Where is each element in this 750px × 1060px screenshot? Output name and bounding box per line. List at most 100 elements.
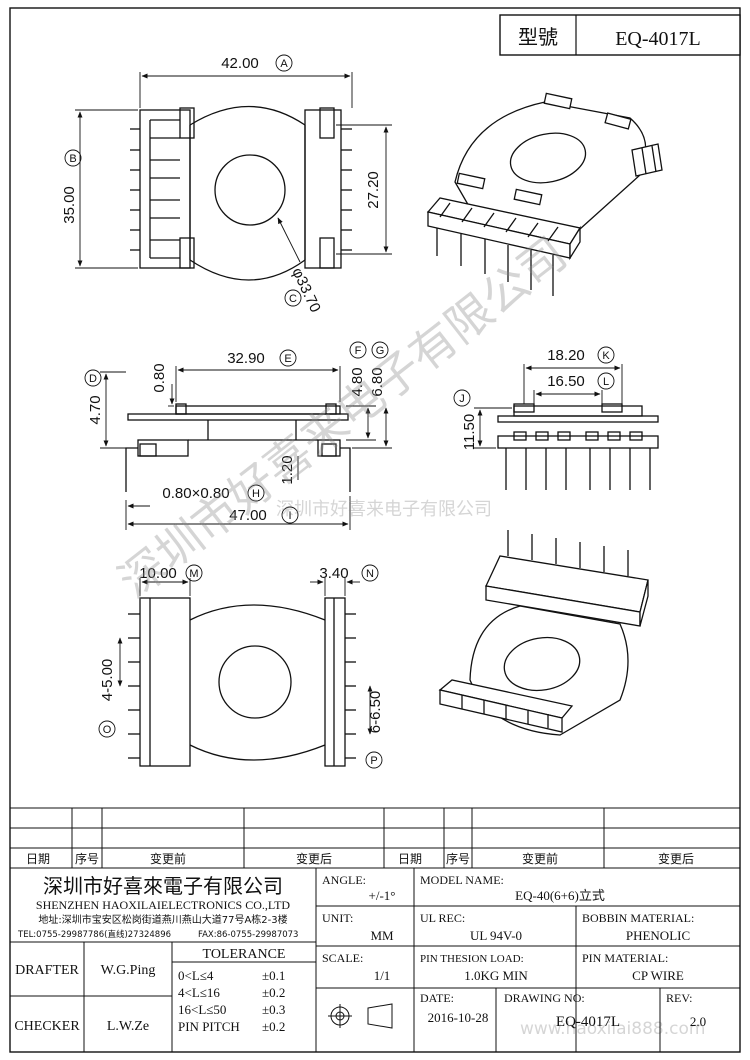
dim-4x500: 4-5.00 — [99, 659, 116, 702]
marker-h — [247, 484, 265, 502]
dim-2720: 27.20 — [365, 171, 382, 209]
company-name-cn: 深圳市好喜來電子有限公司 — [43, 874, 283, 898]
company-fax: FAX:86-0755-29987073 — [198, 930, 298, 940]
marker-g — [371, 341, 389, 359]
tolerance-label: TOLERANCE — [203, 947, 286, 962]
watermark-website: www.haoxilai888.com — [520, 1019, 705, 1039]
bobbin-material-label: BOBBIN MATERIAL: — [582, 911, 694, 925]
top-view — [130, 105, 352, 281]
dim-6x650: 6-6.50 — [367, 691, 384, 734]
marker-g-label: G — [376, 345, 385, 357]
dim-3290: 32.90 — [227, 350, 265, 367]
marker-p — [365, 751, 383, 769]
marker-h-label: H — [252, 488, 260, 500]
marker-p-label: P — [370, 755, 377, 767]
checker-value: L.W.Ze — [107, 1019, 149, 1034]
isometric-view-top — [426, 92, 663, 296]
sheet-border — [9, 7, 741, 1053]
marker-e-label: E — [284, 353, 291, 365]
marker-k — [597, 346, 615, 364]
bottom-view — [128, 597, 356, 767]
pin-load-value: 1.0KG MIN — [464, 968, 528, 983]
marker-b — [64, 149, 82, 167]
dim-1650: 16.50 — [547, 373, 585, 390]
marker-b-label: B — [69, 153, 76, 165]
tol-range-3: 16<L≤50 — [178, 1002, 226, 1017]
pin-material-value: CP WIRE — [632, 968, 684, 983]
drafter-value: W.G.Ping — [101, 963, 156, 978]
dim-1820: 18.20 — [547, 347, 585, 364]
dim-080: 0.80 — [151, 363, 168, 392]
rev-col-after-1: 变更后 — [296, 851, 332, 866]
watermark-diagonal: 深圳市好喜来电子有限公司 — [109, 226, 577, 608]
dim-1150: 11.50 — [461, 414, 478, 450]
model-name-value: EQ-40(6+6)立式 — [515, 888, 605, 903]
dim-680: 6.80 — [369, 367, 386, 396]
rev-col-after-2: 变更后 — [658, 851, 694, 866]
side-view — [125, 403, 351, 492]
top-view-dims — [75, 72, 392, 269]
marker-d-label: D — [89, 373, 97, 385]
tol-value-2: ±0.2 — [262, 985, 285, 1000]
company-name-en: SHENZHEN HAOXILAIELECTRONICS CO.,LTD — [36, 898, 291, 912]
isometric-view-bottom — [438, 530, 649, 736]
tol-value-3: ±0.3 — [262, 1002, 285, 1017]
rev-col-date-2: 日期 — [398, 852, 422, 866]
title-block-grid — [10, 868, 740, 1052]
tol-value-4: ±0.2 — [262, 1019, 285, 1034]
core-hole-iso-top — [509, 132, 587, 184]
dim-47: 47.00 — [229, 507, 267, 524]
marker-n-label: N — [366, 568, 374, 580]
bobbin-material-value: PHENOLIC — [626, 928, 690, 943]
marker-f-label: F — [355, 345, 362, 357]
dim-35: 35.00 — [61, 186, 78, 224]
marker-m-label: M — [189, 568, 198, 580]
marker-k-label: K — [602, 350, 610, 362]
checker-label: CHECKER — [14, 1019, 80, 1034]
scale-label: SCALE: — [322, 951, 363, 965]
dim-480: 4.80 — [349, 367, 366, 396]
front-view — [497, 403, 659, 490]
rev-value: 2.0 — [690, 1014, 706, 1029]
marker-j-label: J — [459, 393, 465, 405]
tol-value-1: ±0.1 — [262, 968, 285, 983]
marker-o-label: O — [103, 724, 112, 736]
tol-range-4: PIN PITCH — [178, 1019, 240, 1034]
rev-col-before-2: 变更前 — [522, 851, 558, 866]
drafter-label: DRAFTER — [15, 963, 79, 978]
dim-120: 1.20 — [279, 455, 296, 484]
marker-a — [275, 54, 293, 72]
bottom-view-dims — [117, 578, 373, 735]
marker-j — [453, 389, 471, 407]
drawing-no-value: EQ-4017L — [556, 1014, 620, 1030]
model-name-label: MODEL NAME: — [420, 873, 504, 887]
tol-range-1: 0<L≤4 — [178, 968, 214, 983]
dim-340: 3.40 — [319, 565, 348, 582]
unit-value: MM — [370, 928, 394, 943]
marker-c-label: C — [289, 293, 297, 305]
model-label: 型號 — [518, 25, 558, 49]
front-view-dims — [474, 364, 623, 449]
date-label: DATE: — [420, 991, 454, 1005]
revision-table — [10, 807, 740, 869]
rev-col-seq-1: 序号 — [75, 851, 99, 866]
header-model-box: 型號 EQ-4017L — [499, 14, 741, 56]
marker-l-label: L — [603, 376, 609, 388]
rev-col-date-1: 日期 — [26, 852, 50, 866]
rev-col-before-1: 变更前 — [150, 851, 186, 866]
tol-range-2: 4<L≤16 — [178, 985, 220, 1000]
rev-col-seq-2: 序号 — [446, 851, 470, 866]
marker-i-label: I — [288, 510, 291, 522]
marker-m — [185, 564, 203, 582]
projection-symbol-icon — [328, 1003, 393, 1029]
side-view-dims — [100, 366, 392, 530]
marker-o — [98, 720, 116, 738]
dim-1000: 10.00 — [139, 565, 177, 582]
company-address: 地址:深圳市宝安区松岗街道燕川燕山大道77号A栋2-3楼 — [38, 913, 287, 926]
date-value: 2016-10-28 — [428, 1010, 489, 1025]
marker-c — [284, 289, 302, 307]
company-tel: TEL:0755-29987786(直线)27324896 — [17, 929, 171, 940]
marker-l — [597, 372, 615, 390]
ul-rec-label: UL REC: — [420, 911, 465, 925]
